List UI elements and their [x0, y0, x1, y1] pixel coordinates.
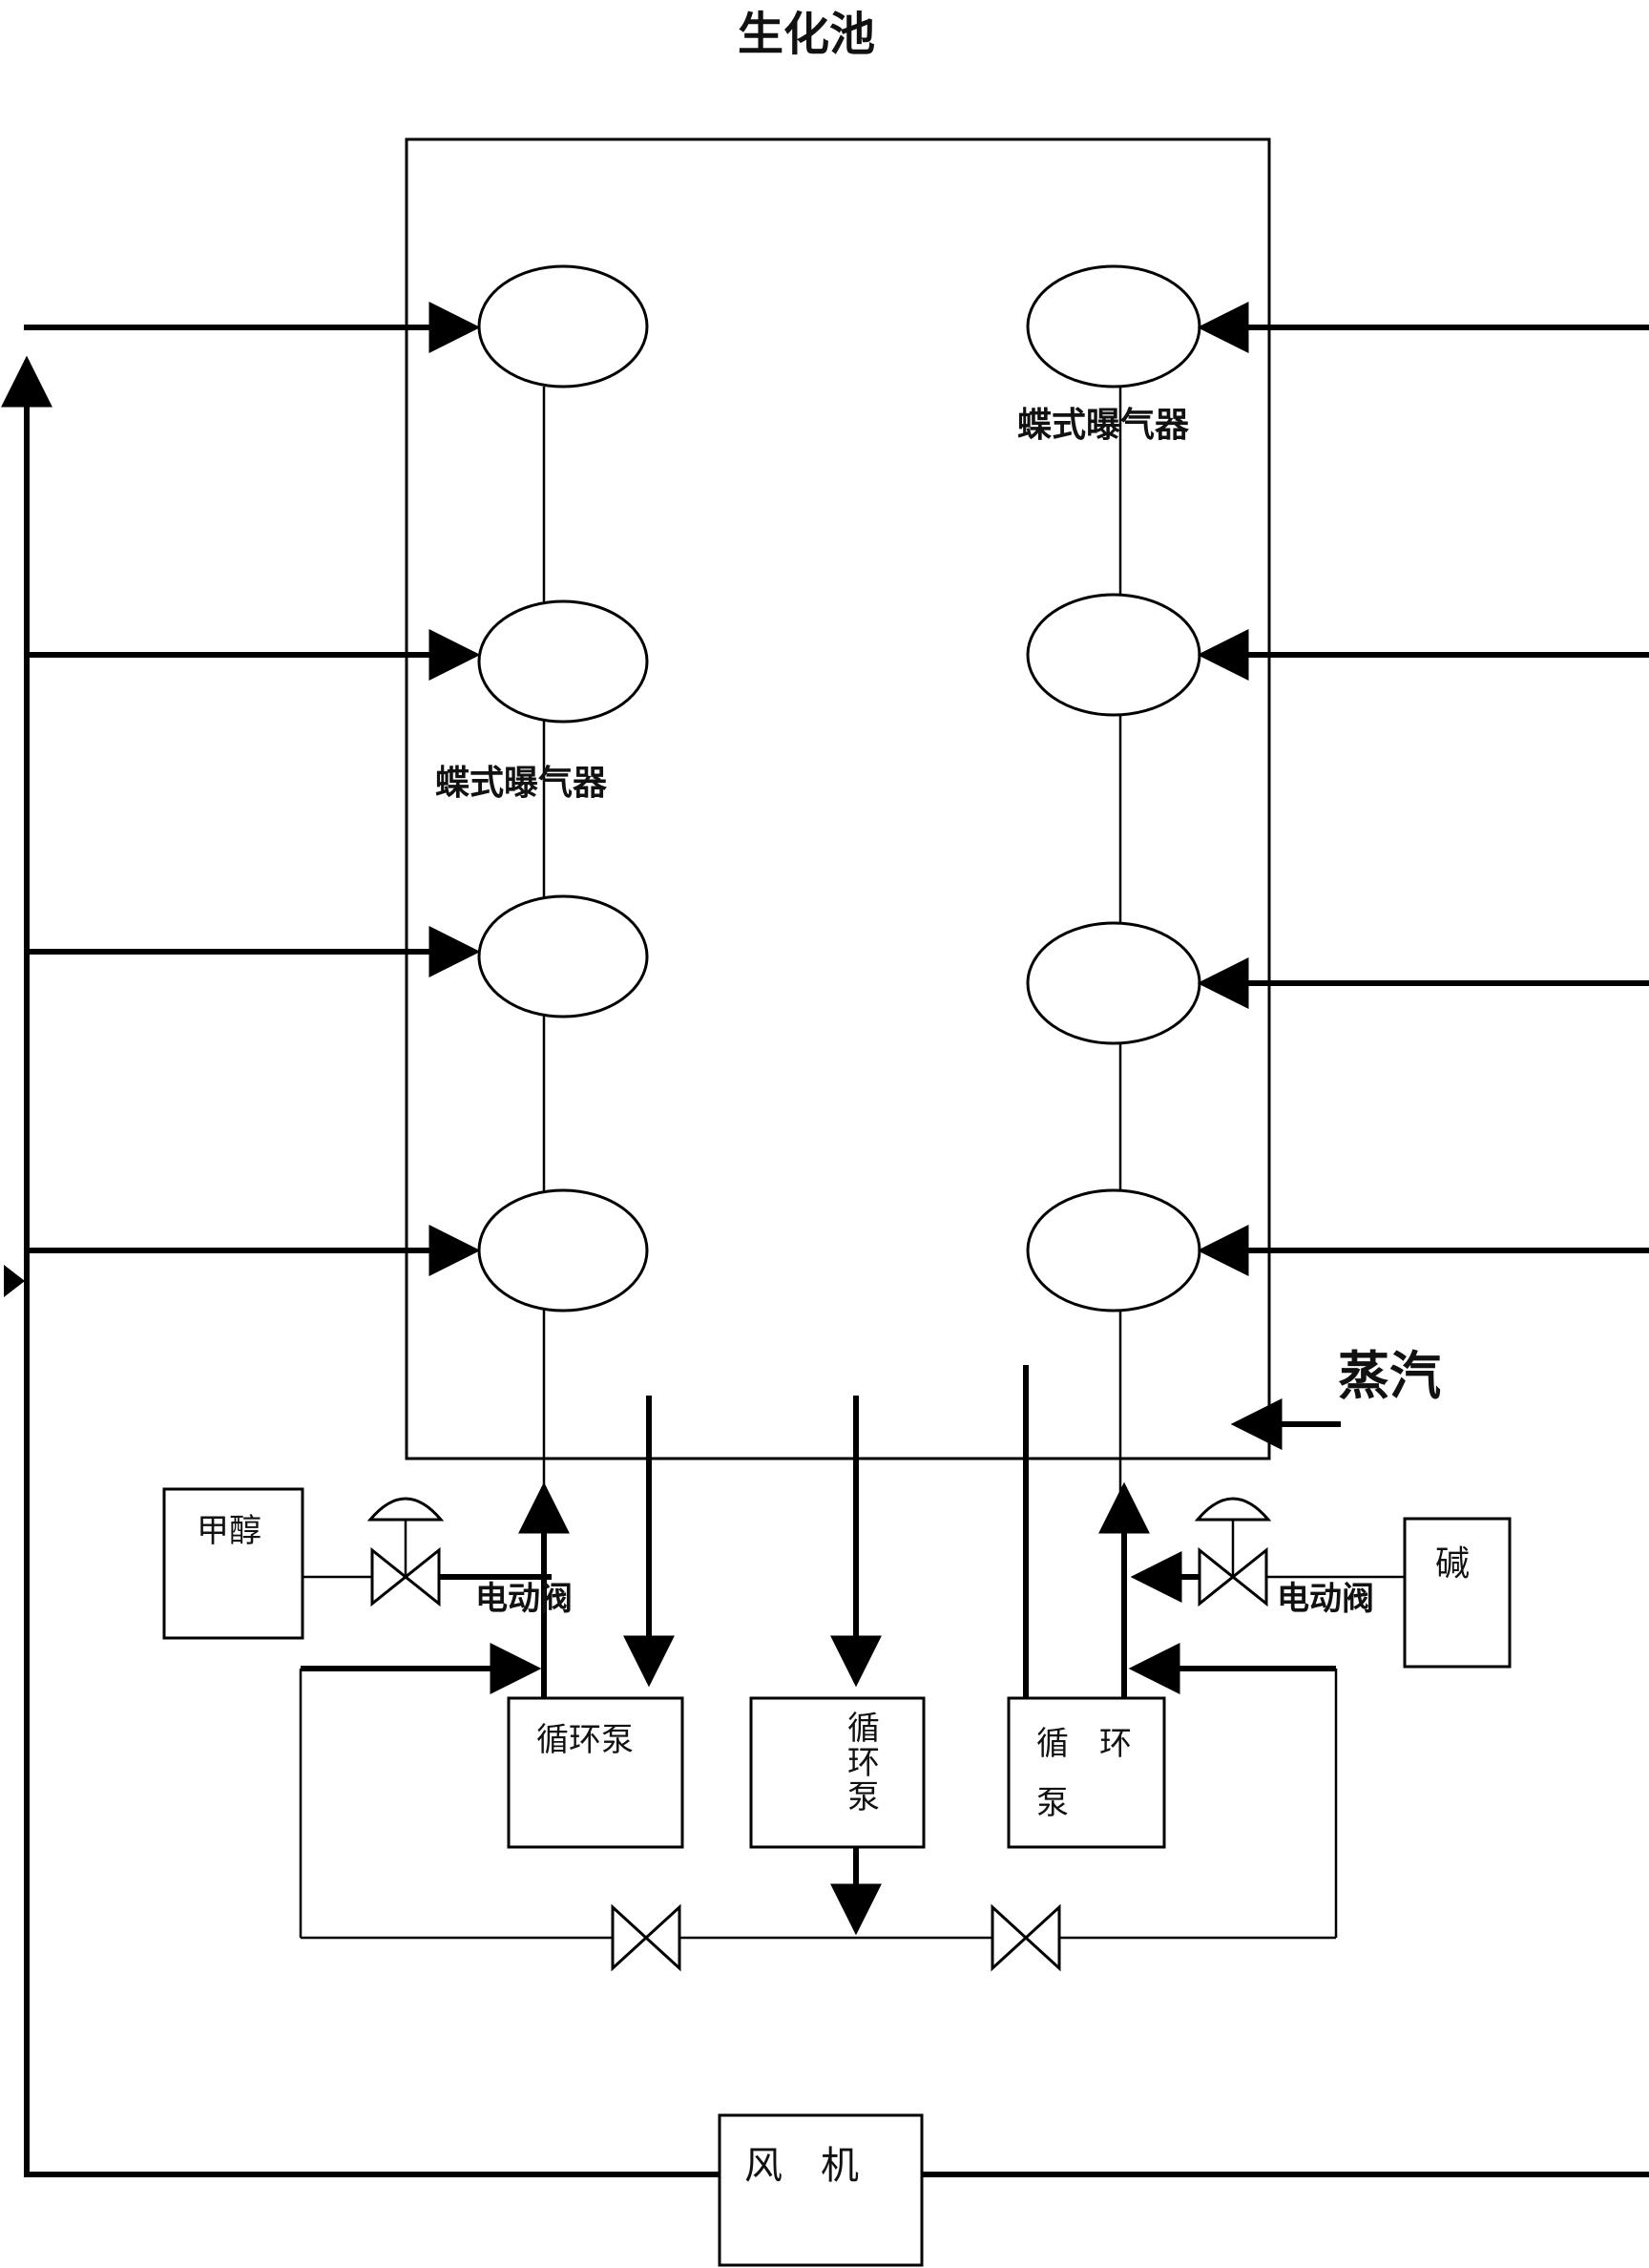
pump-middle-label-3: 泵	[847, 1778, 880, 1816]
aerator-label-left: 蝶式曝气器	[435, 764, 608, 803]
pump-left-label: 循环泵	[536, 1721, 634, 1759]
electric-valve-right-label: 电动阀	[1277, 1580, 1374, 1618]
pump-left	[507, 1696, 684, 1849]
aerator-left-1	[477, 264, 649, 388]
aerator-left-4	[477, 1188, 649, 1312]
aerator-right-4	[1026, 1188, 1201, 1312]
blower-label-1: 风	[744, 2144, 783, 2188]
pump-right-label-2: 环	[1099, 1725, 1132, 1763]
bypass-valve-right[interactable]	[991, 1903, 1061, 1972]
steam-label: 蒸汽	[1338, 1346, 1441, 1406]
blower	[718, 2113, 924, 2267]
electric-valve-left-label: 电动阀	[475, 1580, 573, 1618]
pump-middle	[749, 1696, 926, 1849]
blower-label-2: 机	[821, 2144, 859, 2188]
pump-middle-label-2: 环	[847, 1744, 880, 1782]
left-header-arrow-marker	[4, 1265, 25, 1297]
pump-right-label-3: 泵	[1036, 1784, 1069, 1822]
aerator-right-1	[1026, 264, 1201, 388]
alkali-tank	[1403, 1517, 1512, 1669]
pump-right	[1007, 1696, 1166, 1849]
alkali-label: 碱	[1435, 1544, 1470, 1584]
bypass-valve-left[interactable]	[611, 1903, 681, 1972]
aerator-right-2	[1026, 593, 1201, 717]
pump-right-label-1: 循	[1036, 1725, 1069, 1763]
diagram-title: 生化池	[738, 8, 875, 61]
valve-actuator-left	[366, 1497, 445, 1522]
electric-valve-right[interactable]	[1194, 1497, 1272, 1607]
aerator-left-3	[477, 894, 649, 1018]
methanol-label: 甲醇	[197, 1512, 261, 1550]
aerator-right-3	[1026, 921, 1201, 1045]
electric-valve-left[interactable]	[366, 1497, 445, 1607]
aerator-label-top-right: 蝶式曝气器	[1017, 406, 1190, 445]
bio-tank	[405, 137, 1271, 1460]
methanol-tank	[162, 1487, 304, 1640]
valve-actuator-right	[1194, 1497, 1272, 1522]
aerator-left-2	[477, 599, 649, 724]
pump-middle-label-1: 循	[847, 1710, 880, 1748]
